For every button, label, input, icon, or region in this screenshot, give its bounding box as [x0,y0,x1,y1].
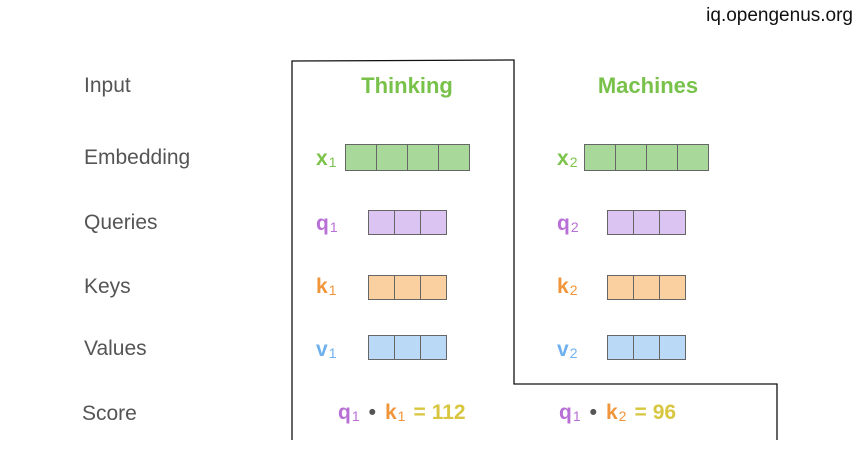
key-cell [633,275,660,300]
value-cell [420,335,447,360]
embedding-label-1: x1 [316,147,337,170]
key-label-1: k1 [316,275,337,298]
value-cell [633,335,660,360]
score-2-query: q1 [559,401,581,424]
embedding-cell [615,144,647,171]
embedding-cell [407,144,439,171]
value-cell [607,335,634,360]
embedding-vector-1 [345,144,470,171]
value-cell [394,335,421,360]
watermark: iq.opengenus.org [706,5,853,26]
key-cell [659,275,686,300]
score-1-equals: = [413,401,426,424]
row-label-embedding: Embedding [84,146,191,169]
key-cell [420,275,447,300]
row-label-input: Input [84,74,131,97]
embedding-vector-2 [584,144,709,171]
row-label-values: Values [84,337,147,360]
query-label-2: q2 [557,212,579,235]
embedding-cell [584,144,616,171]
value-vector-2 [607,335,686,360]
value-cell [368,335,395,360]
key-cell [607,275,634,300]
value-label-2: v2 [557,338,578,361]
score-1-dot: • [368,401,376,424]
row-label-score: Score [82,402,137,425]
embedding-label-2: x2 [557,147,578,170]
key-cell [368,275,395,300]
score-2-dot: • [589,401,597,424]
query-label-1: q1 [316,212,338,235]
score-1-query: q1 [338,401,360,424]
score-1: q1 • k1 =112 [338,401,466,425]
key-vector-1 [368,275,447,300]
score-1-key: k1 [384,401,406,424]
row-label-keys: Keys [84,275,131,298]
value-vector-1 [368,335,447,360]
score-2-equals: = [634,401,647,424]
query-cell [394,210,421,235]
word-thinking: Thinking [361,73,453,98]
embedding-cell [646,144,678,171]
query-cell [607,210,634,235]
row-label-queries: Queries [84,211,158,234]
outline-path [291,59,778,440]
query-vector-1 [368,210,447,235]
embedding-cell [376,144,408,171]
key-cell [394,275,421,300]
value-label-1: v1 [316,338,337,361]
word-machines: Machines [597,73,699,98]
query-cell [420,210,447,235]
score-2: q1 • k2 =96 [559,401,676,425]
embedding-cell [677,144,709,171]
query-vector-2 [607,210,686,235]
score-2-key: k2 [605,401,627,424]
query-cell [659,210,686,235]
embedding-cell [345,144,377,171]
score-1-value: 112 [431,401,466,424]
key-label-2: k2 [557,275,578,298]
score-2-value: 96 [652,401,677,424]
query-cell [633,210,660,235]
key-vector-2 [607,275,686,300]
embedding-cell [438,144,470,171]
value-cell [659,335,686,360]
query-cell [368,210,395,235]
